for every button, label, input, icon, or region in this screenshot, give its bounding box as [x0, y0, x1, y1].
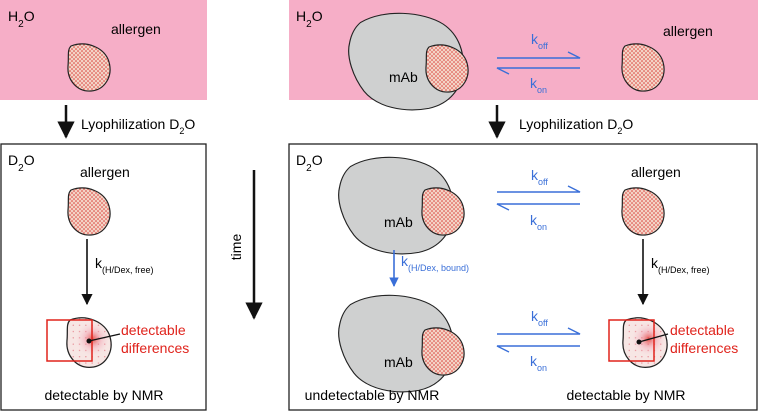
right-footer-left: undetectable by NMR	[305, 387, 440, 403]
right-equilibrium-top	[496, 51, 581, 75]
left-pointer-dot	[86, 338, 92, 344]
right-detectable-line2: differences	[670, 340, 738, 356]
right-kon-top: kon	[530, 75, 547, 95]
left-h2o-label: H2O	[8, 8, 35, 30]
left-detectable-line1: detectable	[121, 322, 186, 338]
left-rate-label: k(H/Dex, free)	[95, 255, 154, 275]
right-d2o-label: D2O	[296, 152, 323, 174]
right-h2o-label: H2O	[296, 8, 323, 30]
right-kon-bottom: kon	[530, 353, 547, 373]
right-mab-top-label: mAb	[389, 69, 418, 85]
right-equilibrium-bottom	[496, 327, 581, 353]
left-footer-label: detectable by NMR	[44, 387, 163, 403]
right-highlight-box	[608, 319, 655, 362]
left-pointer-line	[88, 333, 121, 342]
right-mab-mid-label: mAb	[384, 214, 413, 230]
left-d2o-label: D2O	[8, 152, 35, 174]
right-footer-right: detectable by NMR	[566, 387, 685, 403]
right-lyophilization-label: Lyophilization D2O	[519, 116, 633, 136]
left-lyophilization-label: Lyophilization D2O	[81, 116, 195, 136]
right-allergen-top-label: allergen	[663, 23, 713, 39]
right-pointer-line	[638, 333, 669, 343]
left-allergen-top-label: allergen	[111, 21, 161, 37]
right-koff-bottom: koff	[531, 308, 548, 328]
left-d2o-box	[0, 143, 207, 411]
time-label: time	[228, 234, 244, 261]
right-pointer-dot	[636, 339, 642, 345]
right-rate-bound: k(H/Dex, bound)	[401, 253, 469, 273]
left-allergen-bottom-label: allergen	[80, 164, 130, 180]
right-allergen-mid-label: allergen	[631, 164, 681, 180]
right-rate-free: k(H/Dex, free)	[651, 255, 710, 275]
right-koff-mid: koff	[531, 167, 548, 187]
right-mab-bottom-label: mAb	[384, 354, 413, 370]
left-allergen-exchanged	[66, 317, 112, 368]
right-koff-top: koff	[531, 31, 548, 51]
left-detectable-line2: differences	[121, 340, 189, 356]
right-kon-mid: kon	[530, 212, 547, 232]
right-detectable-line1: detectable	[670, 322, 735, 338]
right-allergen-exchanged	[622, 317, 668, 368]
right-equilibrium-mid	[496, 185, 581, 211]
